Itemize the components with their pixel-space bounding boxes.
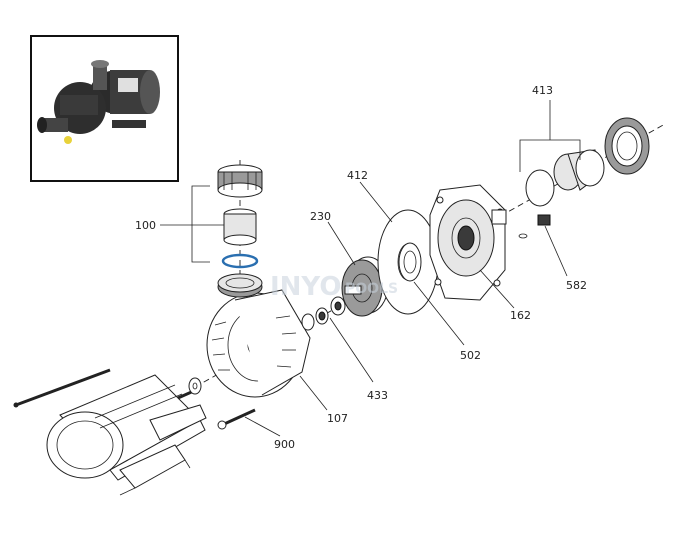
leader-lines — [160, 100, 581, 437]
callout-413: 413 — [532, 84, 553, 97]
callout-100: 100 — [135, 219, 156, 232]
callout-433: 433 — [367, 389, 388, 402]
callout-582: 582 — [566, 279, 587, 292]
union-fitting-stack — [217, 164, 263, 269]
drain-plug — [518, 214, 551, 239]
motor — [46, 374, 207, 496]
screw-900 — [217, 408, 256, 430]
pump-housing — [206, 273, 311, 398]
callout-502: 502 — [460, 349, 481, 362]
callout-162: 162 — [510, 309, 531, 322]
callout-412: 412 — [347, 169, 368, 182]
callout-230: 230 — [310, 210, 331, 223]
callout-900: 900 — [274, 438, 295, 451]
shaft-seal — [301, 296, 346, 331]
watermark-brand: INYO — [270, 272, 341, 302]
slinger-washer — [188, 377, 202, 395]
callout-107: 107 — [327, 412, 348, 425]
tie-rod — [13, 368, 111, 408]
watermark-suffix: POOLS — [345, 281, 398, 297]
diffuser-ring — [398, 242, 422, 282]
housing-cover — [429, 184, 507, 301]
union-fitting-right — [525, 117, 650, 207]
pump-photo-inset — [30, 35, 179, 182]
impeller — [341, 256, 389, 317]
